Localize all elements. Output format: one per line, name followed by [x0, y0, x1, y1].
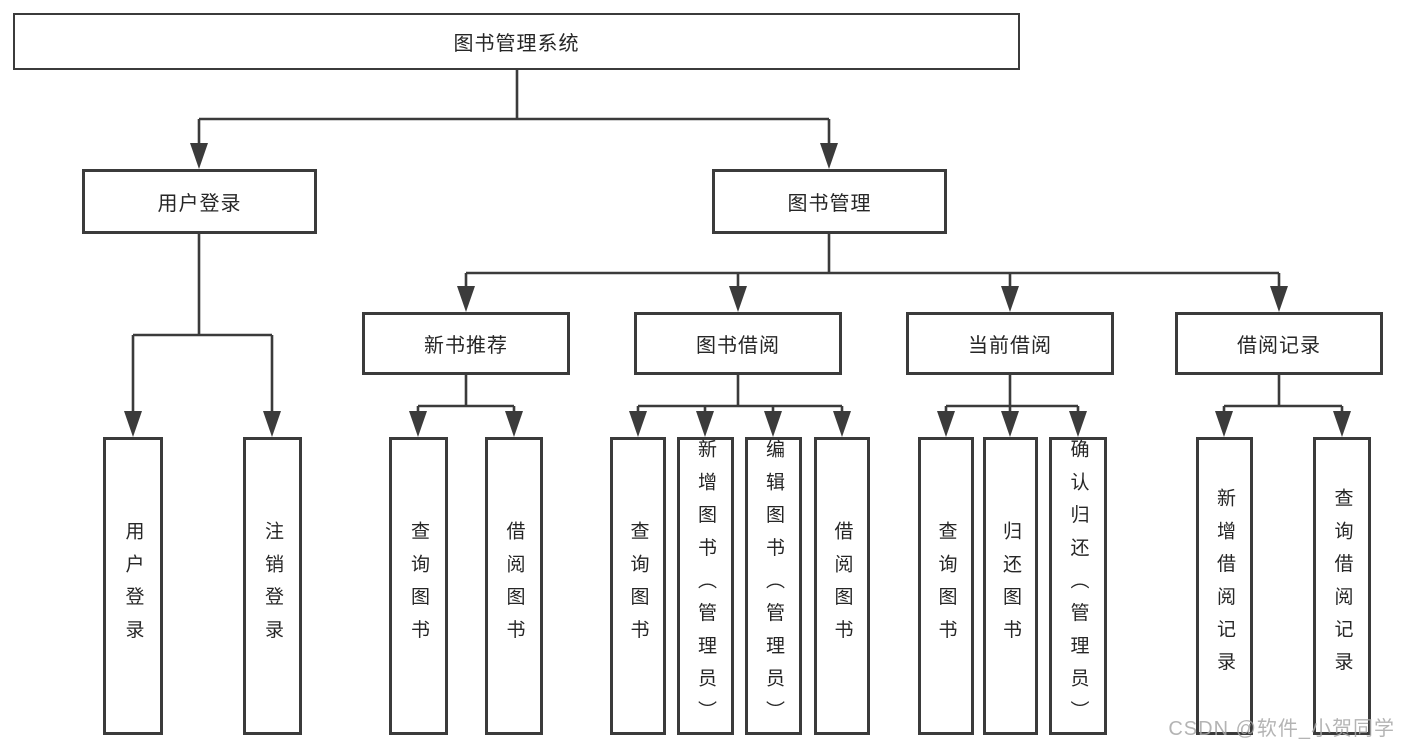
- node-book-borrowing: 图书借阅: [634, 312, 842, 375]
- leaf-logout: 注销登录: [243, 437, 302, 735]
- watermark: CSDN @软件_小贺同学: [1168, 718, 1395, 740]
- leaf-current-query-books: 查询图书: [918, 437, 974, 735]
- node-book-management: 图书管理: [712, 169, 947, 234]
- leaf-current-confirm-return-admin: 确认归还（管理员）: [1049, 437, 1107, 735]
- node-new-book-recommendation: 新书推荐: [362, 312, 570, 375]
- node-current-borrowing: 当前借阅: [906, 312, 1114, 375]
- leaf-newbooks-query-books: 查询图书: [389, 437, 448, 735]
- leaf-user-login: 用户登录: [103, 437, 163, 735]
- leaf-current-return-books: 归还图书: [983, 437, 1038, 735]
- node-library-management-system: 图书管理系统: [13, 13, 1020, 70]
- leaf-borrowing-query-books: 查询图书: [610, 437, 666, 735]
- leaf-records-query-record: 查询借阅记录: [1313, 437, 1371, 735]
- leaf-records-add-record: 新增借阅记录: [1196, 437, 1253, 735]
- leaf-borrowing-add-books-admin: 新增图书（管理员）: [677, 437, 734, 735]
- leaf-newbooks-borrow-books: 借阅图书: [485, 437, 543, 735]
- node-borrowing-records: 借阅记录: [1175, 312, 1383, 375]
- arrowheads: [124, 143, 1351, 437]
- leaf-borrowing-edit-books-admin: 编辑图书（管理员）: [745, 437, 802, 735]
- leaf-borrowing-borrow-books: 借阅图书: [814, 437, 870, 735]
- node-user-login: 用户登录: [82, 169, 317, 234]
